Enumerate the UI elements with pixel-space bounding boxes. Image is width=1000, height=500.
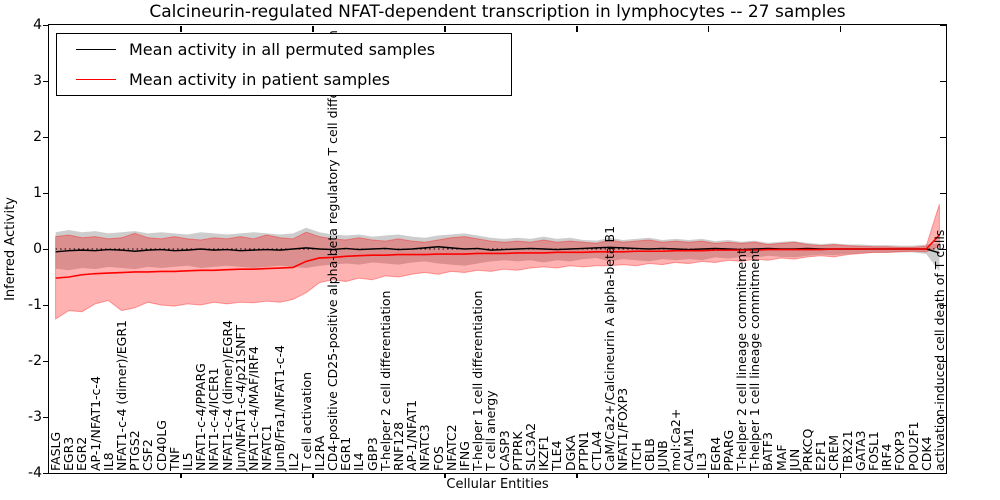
tick-mark: [940, 136, 946, 138]
legend-box: Mean activity in all permuted samples Me…: [56, 33, 512, 96]
tick-mark: [43, 360, 49, 362]
y-tick-label: 0: [33, 241, 42, 257]
tick-mark: [940, 248, 946, 250]
tick-mark: [940, 192, 946, 194]
tick-mark: [940, 80, 946, 82]
y-axis-title: Inferred Activity: [3, 197, 18, 301]
y-tick-label: -1: [28, 297, 42, 313]
tick-mark: [708, 26, 710, 32]
plot-canvas: [55, 204, 940, 320]
legend-label: Mean activity in all permuted samples: [129, 40, 436, 59]
x-axis-title: Cellular Entities: [446, 477, 549, 492]
tick-mark: [839, 473, 842, 478]
chart-title: Calcineurin-regulated NFAT-dependent tra…: [149, 2, 846, 22]
x-tick-label: CD4-positive CD25-positive alpha-beta re…: [325, 30, 341, 471]
patient-mean-line: [55, 234, 940, 279]
tick-mark: [708, 473, 710, 478]
tick-mark: [444, 26, 446, 32]
tick-mark: [43, 80, 49, 82]
y-tick-label: 2: [33, 129, 42, 145]
tick-mark: [180, 473, 182, 478]
tick-mark: [43, 24, 49, 26]
legend-label: Mean activity in patient samples: [129, 70, 390, 89]
patient-line-sample-icon: [76, 79, 116, 80]
tick-mark: [576, 473, 578, 478]
y-tick-label: -4: [28, 465, 42, 481]
tick-mark: [940, 472, 946, 474]
tick-mark: [43, 304, 49, 306]
y-tick-label: 4: [33, 17, 42, 33]
tick-mark: [444, 473, 446, 478]
legend-item-permuted: Mean activity in all permuted samples: [57, 35, 511, 64]
tick-mark: [312, 26, 314, 32]
tick-mark: [312, 473, 314, 478]
y-tick-label: -2: [28, 353, 42, 369]
x-tick-label: activation-induced cell death of T cells: [931, 229, 947, 471]
tick-mark: [43, 416, 49, 418]
tick-mark: [180, 26, 182, 32]
tick-mark: [940, 24, 946, 26]
tick-mark: [43, 192, 49, 194]
patient-band: [55, 204, 940, 320]
tick-mark: [43, 472, 49, 474]
tick-mark: [940, 304, 946, 306]
y-tick-label: 3: [33, 73, 42, 89]
tick-mark: [839, 26, 842, 32]
y-tick-label: 1: [33, 185, 42, 201]
tick-mark: [43, 248, 49, 250]
permuted-line-sample-icon: [76, 49, 116, 50]
tick-mark: [43, 136, 49, 138]
legend-item-patient: Mean activity in patient samples: [57, 65, 511, 94]
tick-mark: [940, 416, 946, 418]
y-tick-label: -3: [28, 409, 42, 425]
tick-mark: [940, 360, 946, 362]
tick-mark: [576, 26, 578, 32]
